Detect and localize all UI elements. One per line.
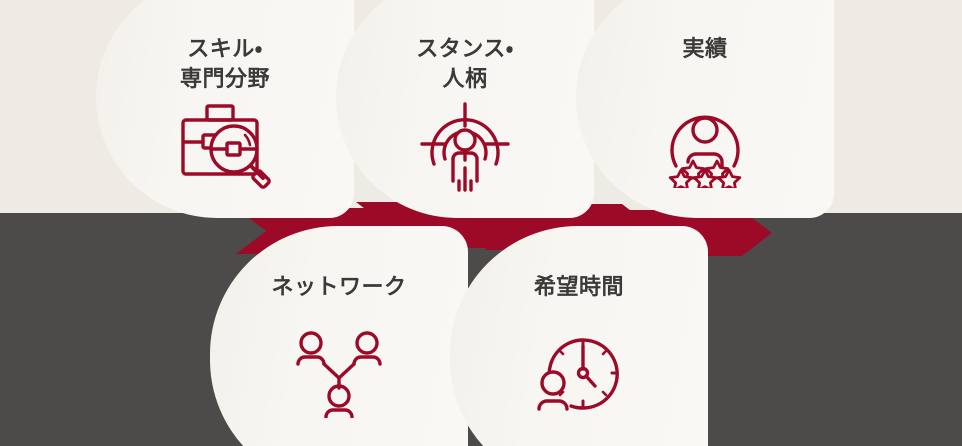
card-skill-label: スキル・ 専門分野 bbox=[179, 36, 270, 91]
card-network-label: ネットワーク bbox=[271, 274, 407, 299]
card-stance[interactable]: スタンス・ 人柄 bbox=[336, 0, 594, 218]
card-time-label: 希望時間 bbox=[533, 274, 624, 299]
card-stance-label: スタンス・ 人柄 bbox=[416, 36, 514, 91]
person-clock-icon bbox=[450, 330, 708, 414]
briefcase-magnifier-icon bbox=[96, 102, 354, 192]
card-result[interactable]: 実績 bbox=[576, 0, 834, 218]
card-time[interactable]: 希望時間 bbox=[450, 226, 708, 446]
card-network[interactable]: ネットワーク bbox=[210, 226, 468, 446]
people-network-icon bbox=[210, 330, 468, 418]
card-skill[interactable]: スキル・ 専門分野 bbox=[96, 0, 354, 218]
person-stars-icon bbox=[576, 102, 834, 188]
target-person-icon bbox=[336, 102, 594, 192]
card-result-label: 実績 bbox=[682, 36, 728, 61]
